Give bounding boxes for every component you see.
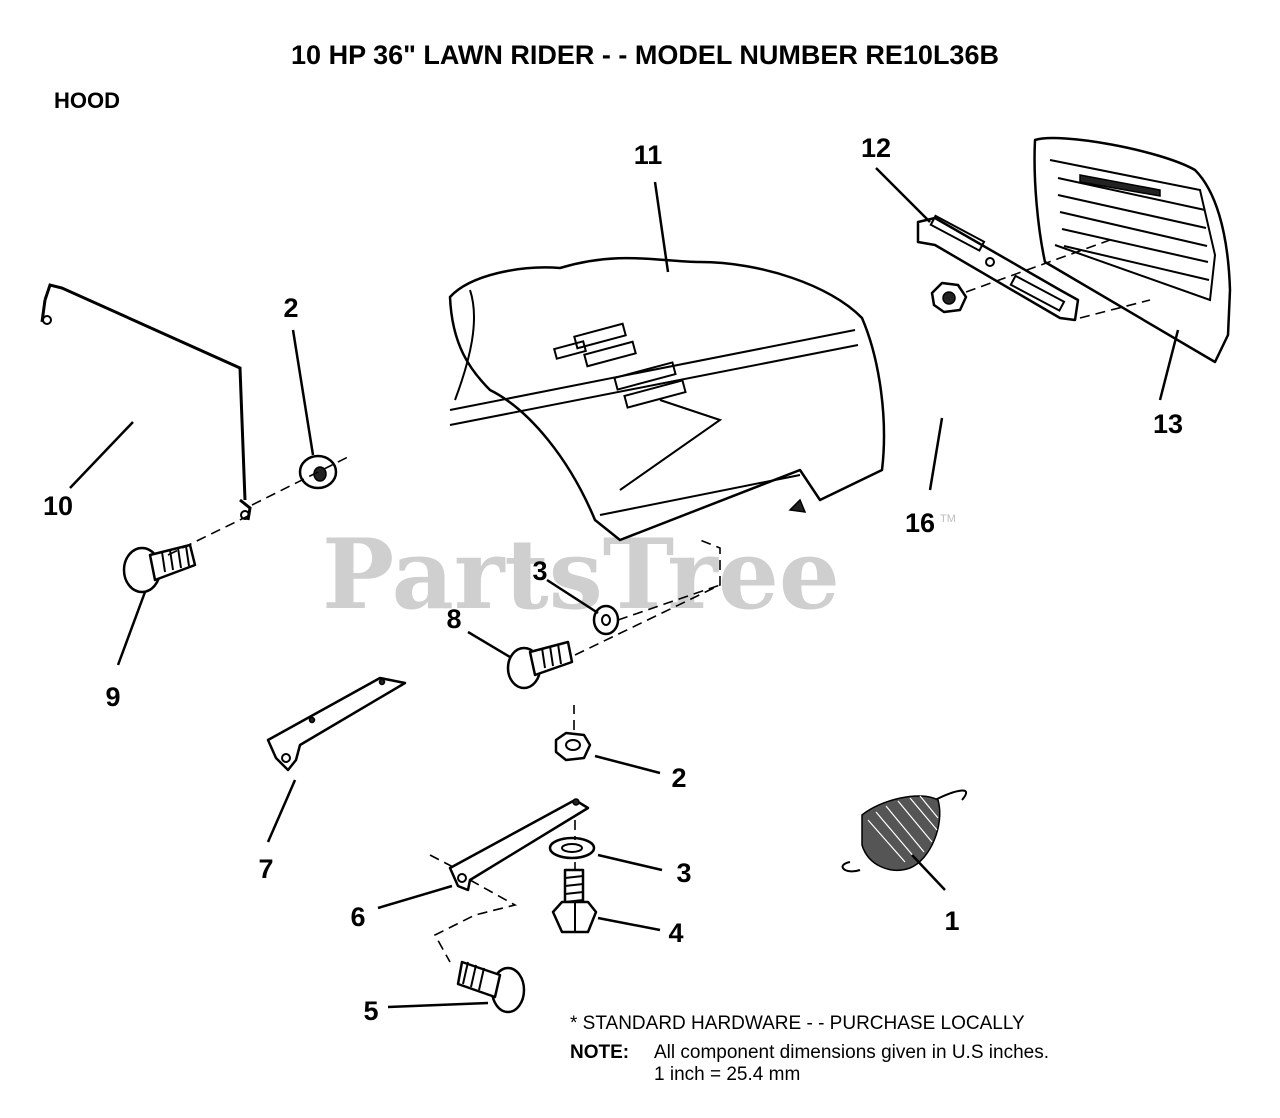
bolt-part-5 bbox=[456, 960, 526, 1014]
callout-6: 6 bbox=[350, 902, 365, 932]
washer-part-3-lower bbox=[548, 836, 596, 860]
bracket-part-7 bbox=[266, 676, 407, 772]
callout-1: 1 bbox=[944, 906, 959, 936]
grille-part-13 bbox=[1033, 136, 1232, 364]
callout-10: 10 bbox=[43, 491, 73, 521]
bolt-part-8 bbox=[506, 640, 574, 690]
callouts: 11 12 13 16 2 10 9 3 8 7 2 3 4 6 5 1 bbox=[43, 133, 1183, 1026]
hood-vents bbox=[552, 322, 687, 409]
notes: * STANDARD HARDWARE - - PURCHASE LOCALLY… bbox=[570, 1013, 1049, 1085]
hood-part-11 bbox=[448, 256, 886, 542]
callout-12: 12 bbox=[861, 133, 891, 163]
watermark-tm: TM bbox=[940, 513, 956, 525]
note-line-2: 1 inch = 25.4 mm bbox=[654, 1064, 800, 1085]
callout-13: 13 bbox=[1153, 409, 1183, 439]
washer-part-3-upper bbox=[592, 604, 620, 636]
section-label: HOOD bbox=[54, 88, 120, 113]
spring-part-1 bbox=[841, 789, 968, 873]
standard-hardware-note: * STANDARD HARDWARE - - PURCHASE LOCALLY bbox=[570, 1013, 1025, 1034]
callout-7: 7 bbox=[258, 854, 273, 884]
leader-lines bbox=[69, 167, 1180, 1009]
callout-3-lower: 3 bbox=[676, 858, 691, 888]
callout-11: 11 bbox=[634, 140, 663, 170]
callout-8: 8 bbox=[446, 604, 461, 634]
callout-2-lower: 2 bbox=[671, 763, 686, 793]
callout-3-upper: 3 bbox=[532, 556, 547, 586]
diagram-title: 10 HP 36" LAWN RIDER - - MODEL NUMBER RE… bbox=[291, 40, 999, 70]
callout-2-upper: 2 bbox=[283, 293, 298, 323]
hood-bracket-part-12 bbox=[916, 214, 1080, 322]
bolt-part-9 bbox=[122, 543, 197, 594]
note-line-1: All component dimensions given in U.S in… bbox=[654, 1042, 1049, 1063]
nut-part-2-lower bbox=[554, 731, 592, 762]
note-label: NOTE: bbox=[570, 1042, 629, 1063]
assembly-lines bbox=[167, 239, 1151, 963]
nut-part-16 bbox=[930, 281, 968, 314]
callout-9: 9 bbox=[105, 682, 120, 712]
callout-4: 4 bbox=[668, 918, 683, 948]
watermark: PartsTree bbox=[322, 518, 840, 631]
hex-bolt-part-4 bbox=[551, 868, 598, 934]
callout-16: 16 bbox=[905, 508, 935, 538]
callout-5: 5 bbox=[363, 996, 378, 1026]
